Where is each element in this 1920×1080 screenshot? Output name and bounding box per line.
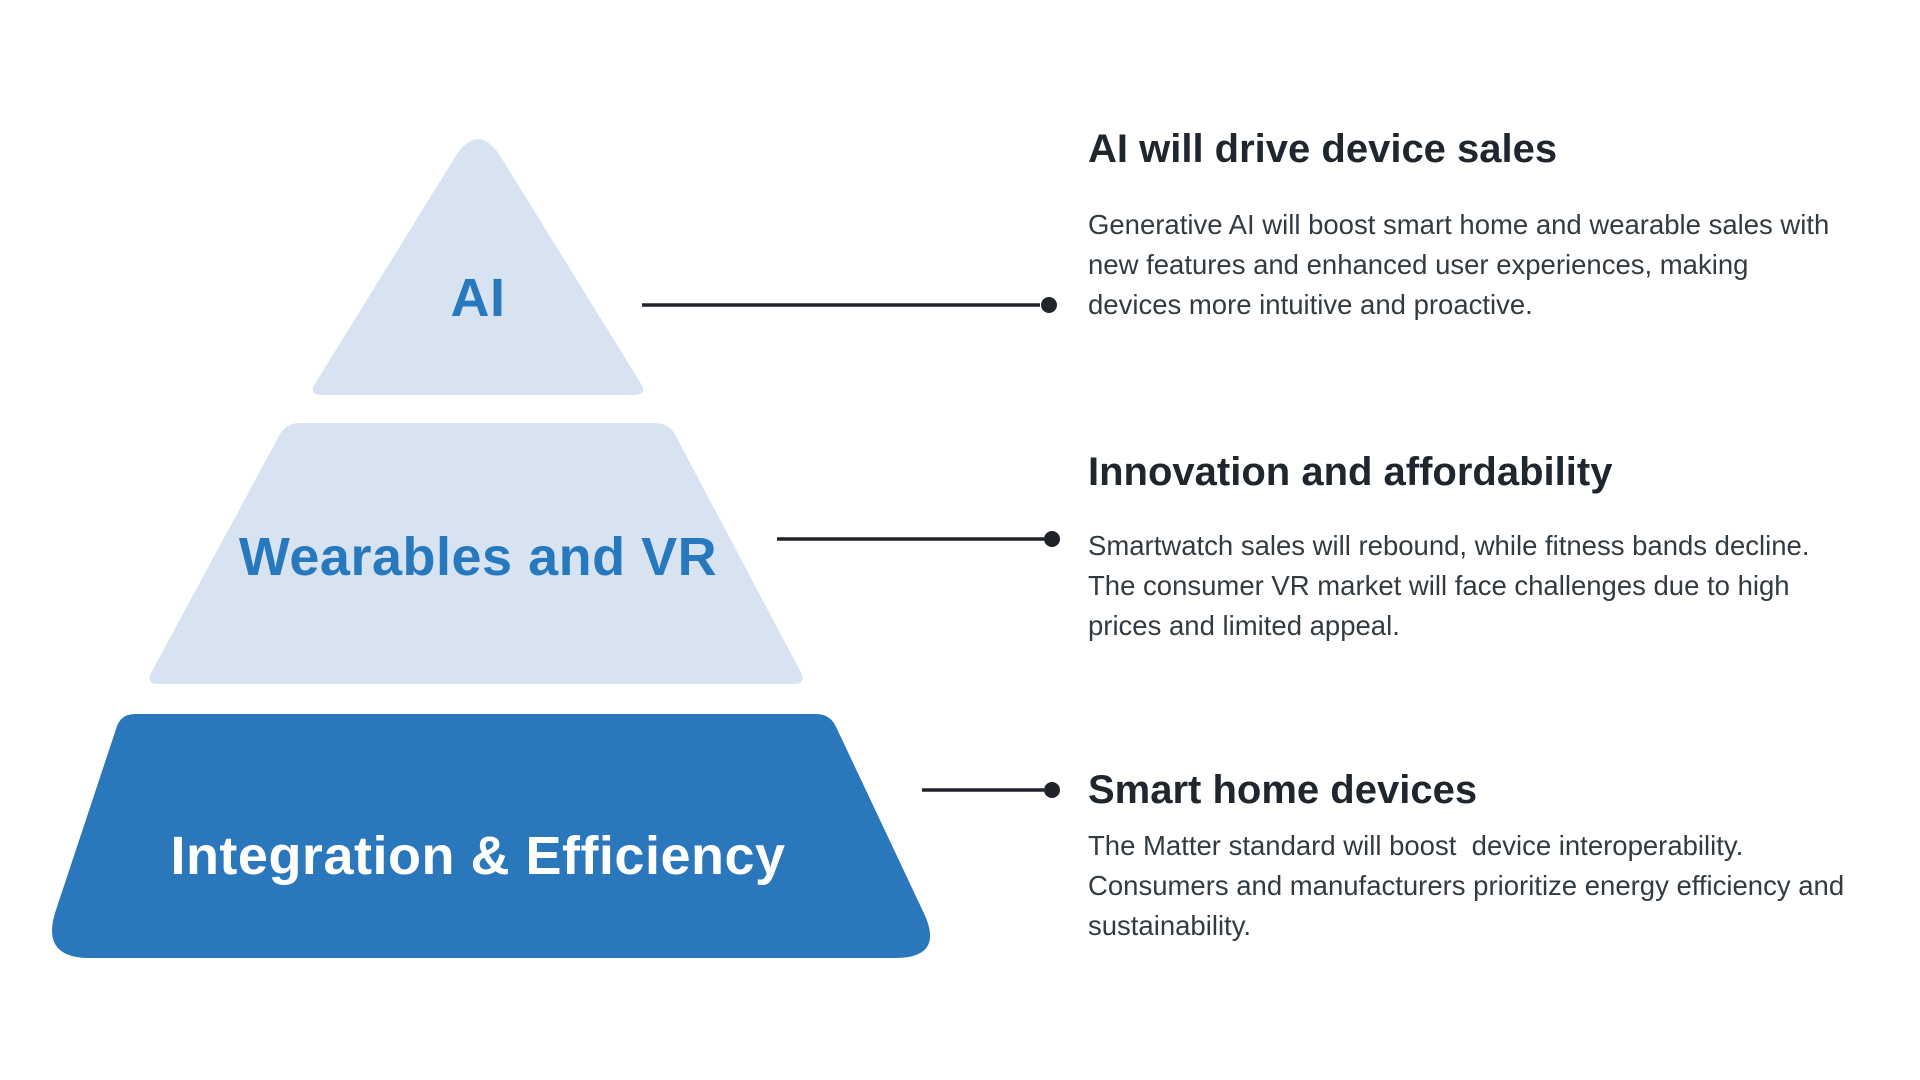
block-1-body-line-3: devices more intuitive and proactive. [1088,289,1533,320]
block-1-body-line-2: new features and enhanced user experienc… [1088,249,1749,280]
block-1-body: Generative AI will boost smart home and … [1088,205,1920,325]
block-3-body-line-3: sustainability. [1088,910,1252,941]
block-2-body: Smartwatch sales will rebound, while fit… [1088,526,1920,646]
connector-3 [922,782,1060,798]
connector-2 [777,531,1060,547]
block-1-heading: AI will drive device sales [1088,127,1558,171]
block-2-body-line-1: Smartwatch sales will rebound, while fit… [1088,530,1810,561]
block-2-body-line-2: The consumer VR market will face challen… [1088,570,1790,601]
connector-3-dot [1044,782,1060,798]
block-1-body-line-1: Generative AI will boost smart home and … [1088,209,1830,240]
connector-2-dot [1044,531,1060,547]
pyramid-tier-1-shape [312,139,644,395]
block-2-body-line-3: prices and limited appeal. [1088,610,1400,641]
tier-label-integration-efficiency: Integration & Efficiency [170,826,786,886]
block-3-body-line-2: Consumers and manufacturers prioritize e… [1088,870,1845,901]
block-3-body: The Matter standard will boost device in… [1088,826,1920,946]
pyramid-tier-2-shape [149,423,803,684]
pyramid-tier-3-shape [52,714,931,958]
connector-1-dot [1041,297,1057,313]
tier-label-wearables-vr: Wearables and VR [238,527,718,587]
connector-1 [642,297,1057,313]
block-3-body-line-1: The Matter standard will boost device in… [1088,830,1744,861]
block-2-heading: Innovation and affordability [1088,450,1613,494]
block-3-heading: Smart home devices [1088,768,1478,812]
tier-label-ai: AI [450,268,506,328]
